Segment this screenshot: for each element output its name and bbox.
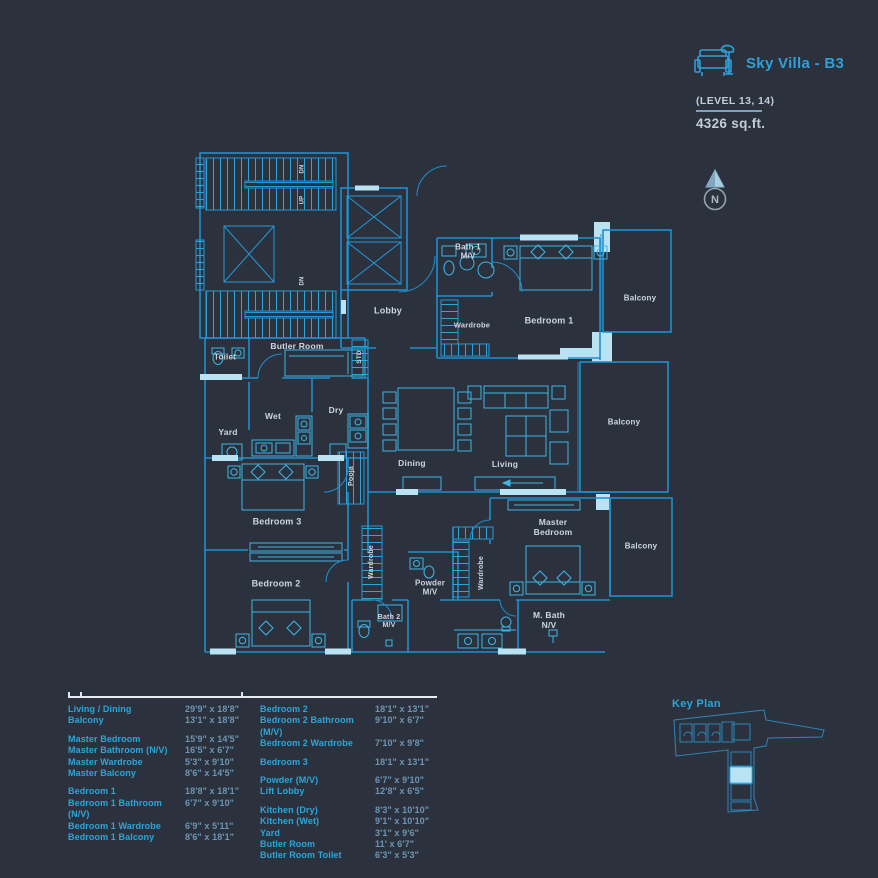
legend-room-dim: 8'6" x 18'1" [185, 832, 235, 843]
legend-room-dim: 6'7" x 9'10" [375, 775, 425, 786]
legend-room-name: Powder (M/V) [260, 775, 319, 786]
legend-room-name: Bedroom 2 Wardrobe [260, 738, 353, 749]
page-title: Sky Villa - B3 [746, 55, 845, 72]
legend-room-name: Master Balcony [68, 768, 136, 779]
legend-room-dim: 5'3" x 9'10" [185, 756, 235, 767]
north-letter: N [711, 194, 719, 206]
legend-room-name: Butler Room [260, 839, 316, 850]
legend-rule [68, 696, 437, 698]
legend-row: Bedroom 1 Bathroom (N/V) 6'7" x 9'10" [68, 798, 253, 821]
keyplan-title: Key Plan [672, 698, 721, 710]
legend-room-dim: 9'10" x 6'7" [375, 715, 425, 726]
legend-room-dim: 15'9" x 14'5" [185, 733, 240, 744]
area-label: 4326 sq.ft. [696, 116, 766, 131]
furniture [211, 243, 608, 649]
legend-room-name: Bedroom 1 Bathroom (N/V) [68, 797, 162, 820]
windows [200, 185, 578, 655]
legend-room-dim: 8'6" x 14'5" [185, 768, 235, 779]
legend-room-name: Kitchen (Dry) [260, 804, 318, 815]
legend-room-dim: 6'7" x 9'10" [185, 797, 235, 808]
legend-tick [68, 692, 70, 697]
legend-row: Bedroom 3 18'1" x 13'1" [260, 757, 446, 768]
legend-row: Bedroom 1 Balcony 8'6" x 18'1" [68, 832, 253, 843]
level-underline [696, 110, 762, 112]
legend-row: Bedroom 1 Wardrobe 6'9" x 5'11" [68, 821, 253, 832]
door-arcs [257, 165, 523, 621]
legend-row: Kitchen (Wet) 9'1" x 10'10" [260, 816, 446, 827]
legend-row: Powder (M/V) 6'7" x 9'10" [260, 775, 446, 786]
legend-row: Lift Lobby 12'8" x 6'5" [260, 786, 446, 797]
legend-room-dim: 3'1" x 9'6" [375, 827, 419, 838]
legend-group: Powder (M/V) 6'7" x 9'10" Lift Lobby 12'8" … [260, 775, 446, 798]
legend-room-dim: 13'1" x 18'8" [185, 715, 240, 726]
legend-room-name: Bedroom 2 Bathroom (M/V) [260, 715, 354, 737]
legend-row: Balcony 13'1" x 18'8" [68, 715, 253, 726]
legend-room-dim: 12'8" x 6'5" [375, 786, 425, 797]
legend-row: Living / Dining 29'9" x 18'8" [68, 704, 253, 715]
legend-row: Master Bedroom 15'9" x 14'5" [68, 734, 253, 745]
legend-room-name: Living / Dining [68, 704, 132, 714]
legend-room-name: Balcony [68, 715, 104, 726]
legend-tick [80, 692, 82, 697]
legend-room-name: Lift Lobby [260, 786, 305, 797]
legend-room-name: Bedroom 3 [260, 756, 308, 767]
legend-room-name: Bedroom 2 [260, 704, 308, 714]
legend-room-dim: 8'3" x 10'10" [375, 804, 430, 815]
legend-row: Kitchen (Dry) 8'3" x 10'10" [260, 805, 446, 816]
legend-tick [241, 692, 243, 697]
legend-left-column: Living / Dining 29'9" x 18'8" Balcony 13'1"… [68, 704, 253, 850]
legend-row: Bedroom 2 Wardrobe 7'10" x 9'8" [260, 738, 446, 749]
legend-room-dim: 18'1" x 13'1" [375, 756, 430, 767]
legend-room-dim: 7'10" x 9'8" [375, 738, 425, 749]
legend-room-name: Master Bedroom [68, 733, 141, 744]
north-arrow-icon: N [699, 167, 731, 220]
legend-row: Butler Room 11' x 6'7" [260, 839, 446, 850]
legend-group: Living / Dining 29'9" x 18'8" Balcony 13'1"… [68, 704, 253, 727]
legend-room-name: Yard [260, 827, 280, 838]
floor-plan-drawing [195, 152, 673, 655]
legend-row: Master Bathroom (N/V) 16'5" x 6'7" [68, 745, 253, 756]
legend-room-name: Master Wardrobe [68, 756, 143, 767]
legend-row: Master Balcony 8'6" x 14'5" [68, 768, 253, 779]
legend-row: Butler Room Toilet 6'3" x 5'3" [260, 850, 446, 861]
legend-room-dim: 6'3" x 5'3" [375, 850, 419, 861]
legend-row: Yard 3'1" x 9'6" [260, 828, 446, 839]
legend-room-name: Bedroom 1 Balcony [68, 832, 155, 843]
legend-room-name: Kitchen (Wet) [260, 816, 320, 827]
legend-room-name: Master Bathroom (N/V) [68, 745, 168, 756]
legend-group: Kitchen (Dry) 8'3" x 10'10" Kitchen (Wet) 9… [260, 805, 446, 862]
legend-room-dim: 6'9" x 5'11" [185, 820, 234, 831]
legend-room-dim: 18'1" x 13'1" [375, 704, 430, 714]
hatched-zones [195, 157, 494, 601]
legend-row: Bedroom 1 18'8" x 18'1" [68, 786, 253, 797]
legend-group: Bedroom 3 18'1" x 13'1" [260, 757, 446, 768]
legend-room-dim: 11' x 6'7" [375, 839, 415, 850]
legend-room-name: Bedroom 1 [68, 786, 116, 797]
legend-room-name: Bedroom 1 Wardrobe [68, 820, 161, 831]
legend-room-name: Butler Room Toilet [260, 850, 342, 861]
structural-columns [560, 222, 612, 510]
level-label: (LEVEL 13, 14) [696, 95, 775, 107]
legend-room-dim: 18'8" x 18'1" [185, 786, 240, 797]
legend-row: Bedroom 2 Bathroom (M/V) 9'10" x 6'7" [260, 715, 446, 738]
keyplan-drawing [673, 709, 825, 813]
legend-room-dim: 16'5" x 6'7" [185, 745, 235, 756]
legend-room-dim: 29'9" x 18'8" [185, 704, 240, 714]
legend-row: Bedroom 2 18'1" x 13'1" [260, 704, 446, 715]
legend-room-dim: 9'1" x 10'10" [375, 816, 430, 827]
legend-row: Master Wardrobe 5'3" x 9'10" [68, 757, 253, 768]
sofa-lamp-icon [694, 42, 740, 85]
